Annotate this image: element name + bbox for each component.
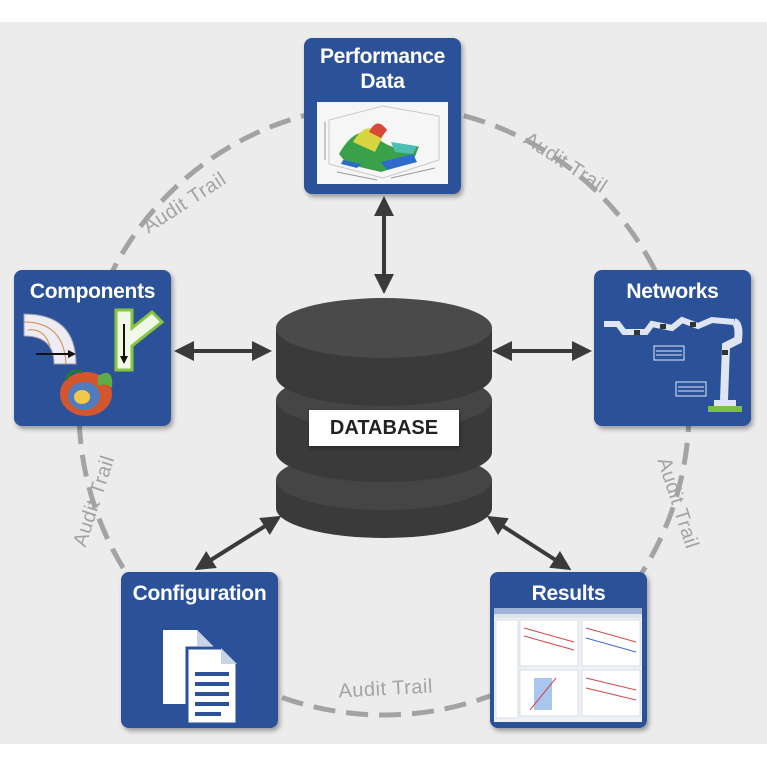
networks-title: Networks: [626, 280, 719, 303]
configuration-node[interactable]: Configuration: [121, 572, 278, 728]
documents-icon: [163, 630, 239, 726]
audit-trail-label-left: Audit Trail: [69, 453, 119, 550]
audit-trail-label-bottom: Audit Trail: [338, 676, 433, 703]
results-node[interactable]: Results: [490, 572, 647, 728]
database-label: DATABASE: [329, 416, 439, 439]
audit-trail-label-right: Audit Trail: [653, 455, 703, 552]
audit-trail-label-top-right: Audit Trail: [520, 128, 611, 198]
performance-data-title: Performance Data: [319, 45, 446, 93]
surface-plot-thumbnail: [317, 102, 448, 184]
components-node[interactable]: Components: [14, 270, 171, 426]
results-window-icon: [494, 608, 642, 722]
networks-node[interactable]: Networks: [594, 270, 751, 426]
results-title: Results: [531, 582, 606, 605]
results-screenshot-thumbnail: [494, 608, 642, 722]
configuration-title: Configuration: [132, 582, 267, 605]
arrow-db-configuration: [194, 515, 282, 571]
components-title: Components: [29, 280, 156, 303]
components-illustration: [23, 308, 165, 416]
surface-plot-icon: [317, 102, 448, 184]
arrow-db-results: [486, 515, 572, 571]
network-schematic-icon: [604, 316, 743, 412]
performance-data-node[interactable]: Performance Data: [304, 38, 461, 194]
audit-trail-label-top-left: Audit Trail: [139, 168, 230, 238]
database-label-box: DATABASE: [309, 410, 459, 446]
